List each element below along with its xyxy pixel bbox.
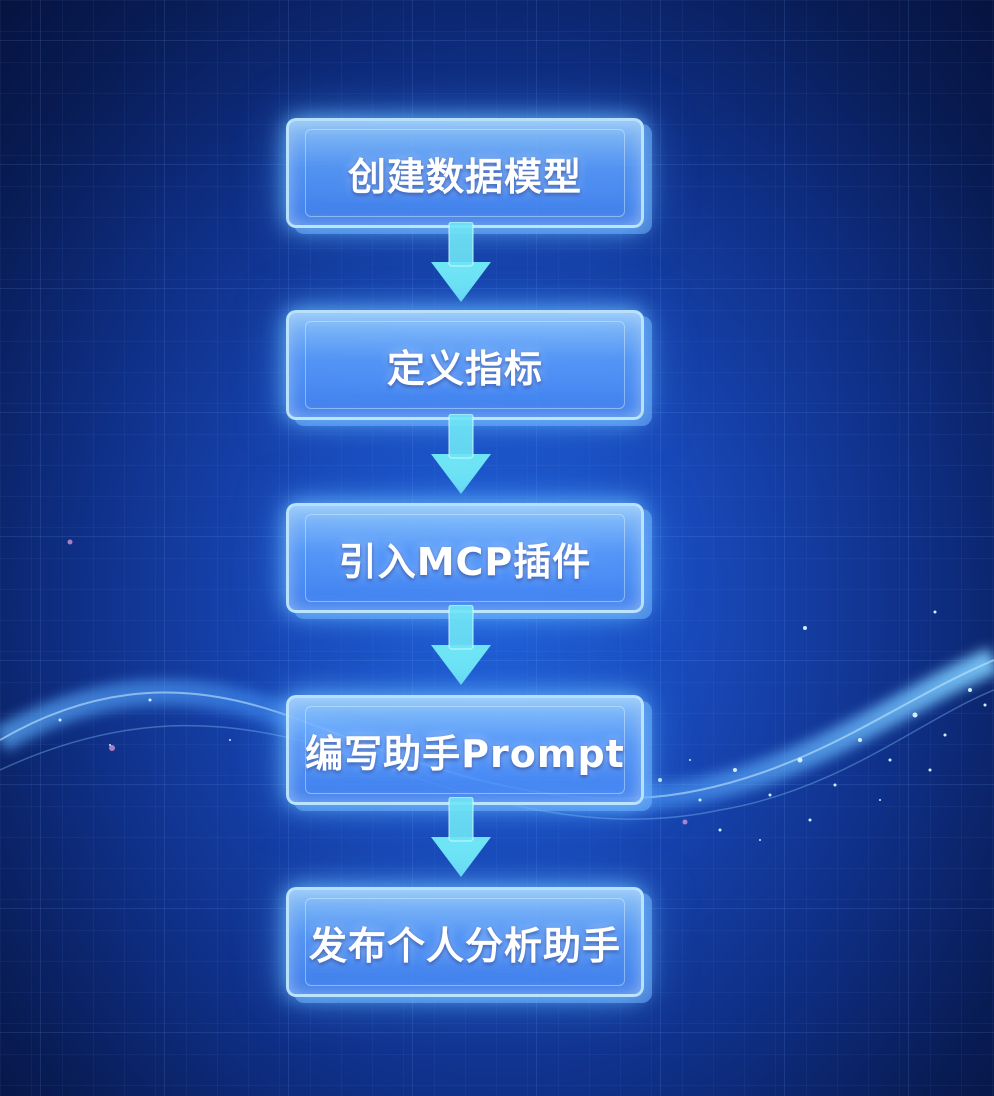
step-define-metrics: 定义指标 (286, 310, 644, 420)
step-create-data-model: 创建数据模型 (286, 118, 644, 228)
step-label: 创建数据模型 (347, 154, 582, 199)
step-label: 编写助手Prompt (305, 731, 625, 776)
step-label: 引入MCP插件 (338, 539, 592, 584)
step-publish-personal-analysis-assistant: 发布个人分析助手 (286, 887, 644, 997)
down-arrow-icon (431, 414, 491, 494)
step-write-assistant-prompt: 编写助手Prompt (286, 695, 644, 805)
step-label: 发布个人分析助手 (308, 923, 621, 968)
down-arrow-icon (431, 222, 491, 302)
step-label: 定义指标 (386, 346, 543, 391)
down-arrow-icon (431, 797, 491, 877)
down-arrow-icon (431, 605, 491, 685)
step-import-mcp-plugin: 引入MCP插件 (286, 503, 644, 613)
